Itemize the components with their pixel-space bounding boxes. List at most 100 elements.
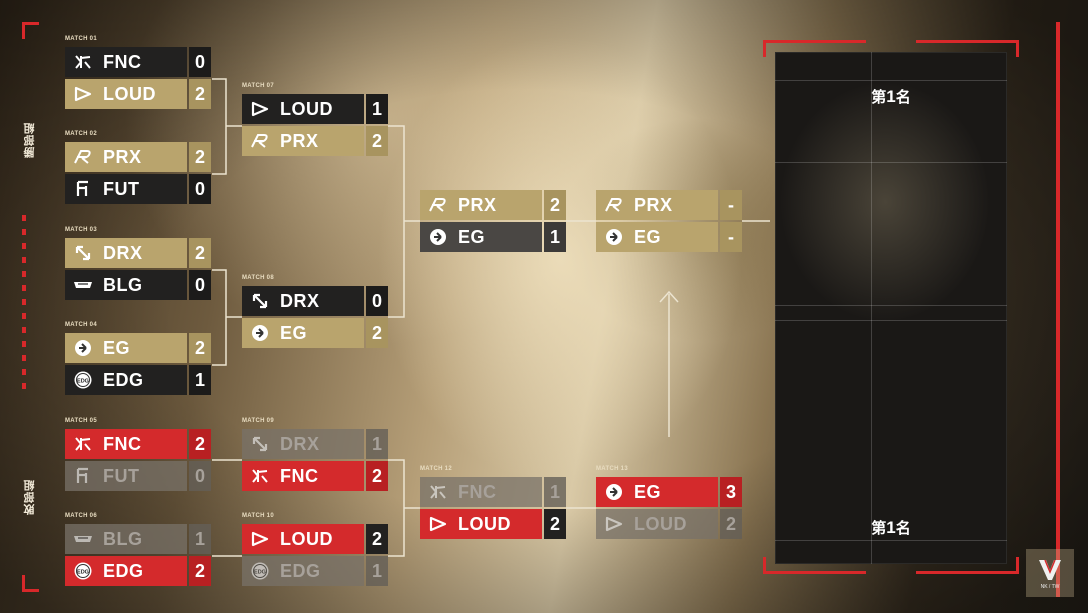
team-row-m13-2: LOUD 2 <box>596 509 742 539</box>
team-cell: PRX <box>596 190 718 220</box>
team-score: 1 <box>189 524 211 554</box>
team-cell: EG <box>596 222 718 252</box>
eg-logo-icon <box>604 227 624 247</box>
team-cell: FUT <box>65 174 187 204</box>
team-row-m08-2: EG 2 <box>242 318 388 348</box>
team-score: 2 <box>189 79 211 109</box>
team-score: 2 <box>366 524 388 554</box>
team-name: LOUD <box>103 83 156 104</box>
team-score: 2 <box>544 190 566 220</box>
match-label-m08: MATCH 08 <box>242 275 274 281</box>
team-cell: PRX <box>65 142 187 172</box>
match-label-m07: MATCH 07 <box>242 83 274 89</box>
team-cell: FNC <box>65 429 187 459</box>
team-row-m09-1: DRX 1 <box>242 429 388 459</box>
eg-logo-icon <box>73 338 93 358</box>
champ-top-num: 1 <box>886 87 896 106</box>
team-name: EG <box>280 322 308 343</box>
blg-logo-icon <box>73 529 93 549</box>
team-score: 2 <box>366 126 388 156</box>
frame-corner-bottom-left <box>22 575 39 592</box>
team-cell: LOUD <box>420 509 542 539</box>
frame-dash-left <box>22 215 26 395</box>
team-cell: LOUD <box>596 509 718 539</box>
team-name: LOUD <box>634 513 687 534</box>
champ-grid-line-h4 <box>775 320 1007 321</box>
team-name: DRX <box>103 242 143 263</box>
frame-top-left-bracket <box>763 40 866 57</box>
edg-logo-icon: EDG <box>73 370 93 390</box>
team-cell: FNC <box>242 461 364 491</box>
svg-text:EDG: EDG <box>77 379 89 385</box>
team-row-m14-1: PRX- <box>596 190 742 220</box>
champ-bottom-prefix: 第 <box>871 520 887 537</box>
team-cell: PRX <box>242 126 364 156</box>
team-name: EG <box>634 481 662 502</box>
team-score: 2 <box>366 461 388 491</box>
champ-bottom-num: 1 <box>886 518 896 537</box>
team-score: 2 <box>366 318 388 348</box>
champ-top-prefix: 第 <box>871 89 887 106</box>
match-label-m13: MATCH 13 <box>596 466 628 472</box>
champ-top-suffix: 名 <box>895 89 911 106</box>
svg-text:EDG: EDG <box>77 570 89 576</box>
team-cell: BLG <box>65 524 187 554</box>
fut-logo-icon <box>73 179 93 199</box>
team-row-m14-2: EG- <box>596 222 742 252</box>
team-score: 2 <box>189 556 211 586</box>
fnc-logo-icon <box>428 482 448 502</box>
prx-logo-icon <box>73 147 93 167</box>
team-score: 0 <box>189 174 211 204</box>
match-label-m03: MATCH 03 <box>65 227 97 233</box>
svg-text:EDG: EDG <box>254 570 266 576</box>
blg-logo-icon <box>73 275 93 295</box>
team-cell: EG <box>420 222 542 252</box>
team-name: DRX <box>280 433 320 454</box>
team-score: 2 <box>720 509 742 539</box>
team-score: - <box>720 222 742 252</box>
team-score: 1 <box>366 429 388 459</box>
team-row-m10-1: LOUD 2 <box>242 524 388 554</box>
team-cell: BLG <box>65 270 187 300</box>
champ-grid-line-h2 <box>775 162 1007 163</box>
event-logo: NK / TW <box>1026 549 1074 597</box>
team-name: LOUD <box>280 528 333 549</box>
fut-logo-icon <box>73 466 93 486</box>
team-name: FNC <box>280 465 319 486</box>
team-row-m09-2: FNC 2 <box>242 461 388 491</box>
frame-top-right-bracket <box>916 40 1019 57</box>
team-name: BLG <box>103 274 143 295</box>
loud-logo-icon <box>73 84 93 104</box>
team-cell: EG <box>65 333 187 363</box>
drx-logo-icon <box>250 291 270 311</box>
team-name: FNC <box>103 433 142 454</box>
team-score: 0 <box>366 286 388 316</box>
frame-bottom-left-bracket <box>763 557 866 574</box>
team-name: PRX <box>634 194 673 215</box>
team-cell: DRX <box>65 238 187 268</box>
champ-grid-line-h3 <box>775 305 1007 306</box>
match-label-m09: MATCH 09 <box>242 418 274 424</box>
team-name: EG <box>458 226 486 247</box>
team-name: FNC <box>103 51 142 72</box>
champ-bottom-suffix: 名 <box>895 520 911 537</box>
team-score: 0 <box>189 270 211 300</box>
vct-logo-icon <box>1039 559 1061 580</box>
loud-logo-icon <box>250 529 270 549</box>
